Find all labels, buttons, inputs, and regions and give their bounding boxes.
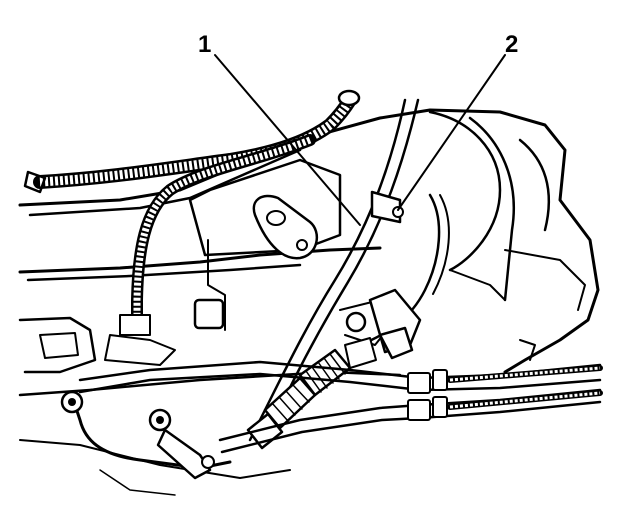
callout-1: 1 [198,31,361,226]
callout-2-label: 2 [505,31,518,58]
callout-1-leader [214,54,361,226]
parking-brake-cable [246,98,420,450]
wiring-harness [23,89,361,366]
frame-structure [18,108,600,496]
cable-end-fittings [407,369,448,421]
callout-1-label: 1 [198,31,211,58]
cable-boot [263,348,352,430]
callout-2: 2 [397,31,518,211]
rear-brake-lines [60,339,603,480]
secondary-cable [344,193,450,369]
callout-2-leader [397,54,506,211]
